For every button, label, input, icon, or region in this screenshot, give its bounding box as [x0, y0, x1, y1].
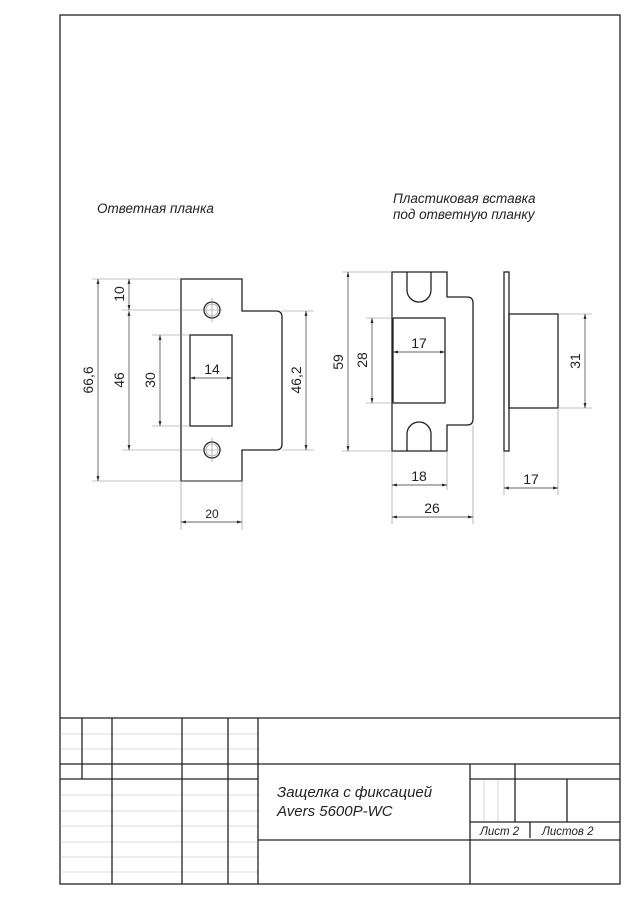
insert-side-view: 31 17 [503, 271, 592, 495]
dim-pocket-height: 28 [354, 352, 370, 368]
strike-plate-view: 66,6 10 46 30 14 46,2 20 [80, 278, 314, 530]
dim-side-depth: 17 [523, 471, 539, 487]
dim-slot-width: 14 [204, 361, 220, 377]
sheet-number: Лист 2 [479, 826, 520, 838]
sheet-count: Листов 2 [541, 826, 594, 838]
drawing-title-line1: Защелка с фиксацией [277, 784, 433, 801]
dim-slot-height: 30 [142, 372, 158, 388]
dim-total-width: 26 [424, 500, 440, 516]
dim-top-offset: 10 [111, 286, 127, 302]
insert-front-view: 59 28 17 18 26 [330, 271, 474, 524]
dim-total-height: 66,6 [80, 366, 96, 393]
dim-pocket-width: 17 [411, 335, 427, 351]
strike-plate-heading: Ответная планка [97, 201, 214, 216]
dim-insert-height: 59 [330, 354, 346, 370]
title-block: Защелка с фиксацией Avers 5600P-WC Лист … [60, 717, 620, 884]
insert-heading-line2: под ответную планку [393, 207, 536, 222]
drawing-title-line2: Avers 5600P-WC [276, 803, 393, 820]
dim-width: 20 [205, 507, 219, 521]
dim-hole-spacing: 46 [111, 372, 127, 388]
insert-heading-line1: Пластиковая вставка [393, 191, 536, 206]
sheet-frame [59, 14, 621, 885]
dim-body-width: 18 [411, 468, 427, 484]
dim-side-height: 31 [567, 353, 583, 369]
dim-tab-height: 46,2 [288, 366, 304, 393]
